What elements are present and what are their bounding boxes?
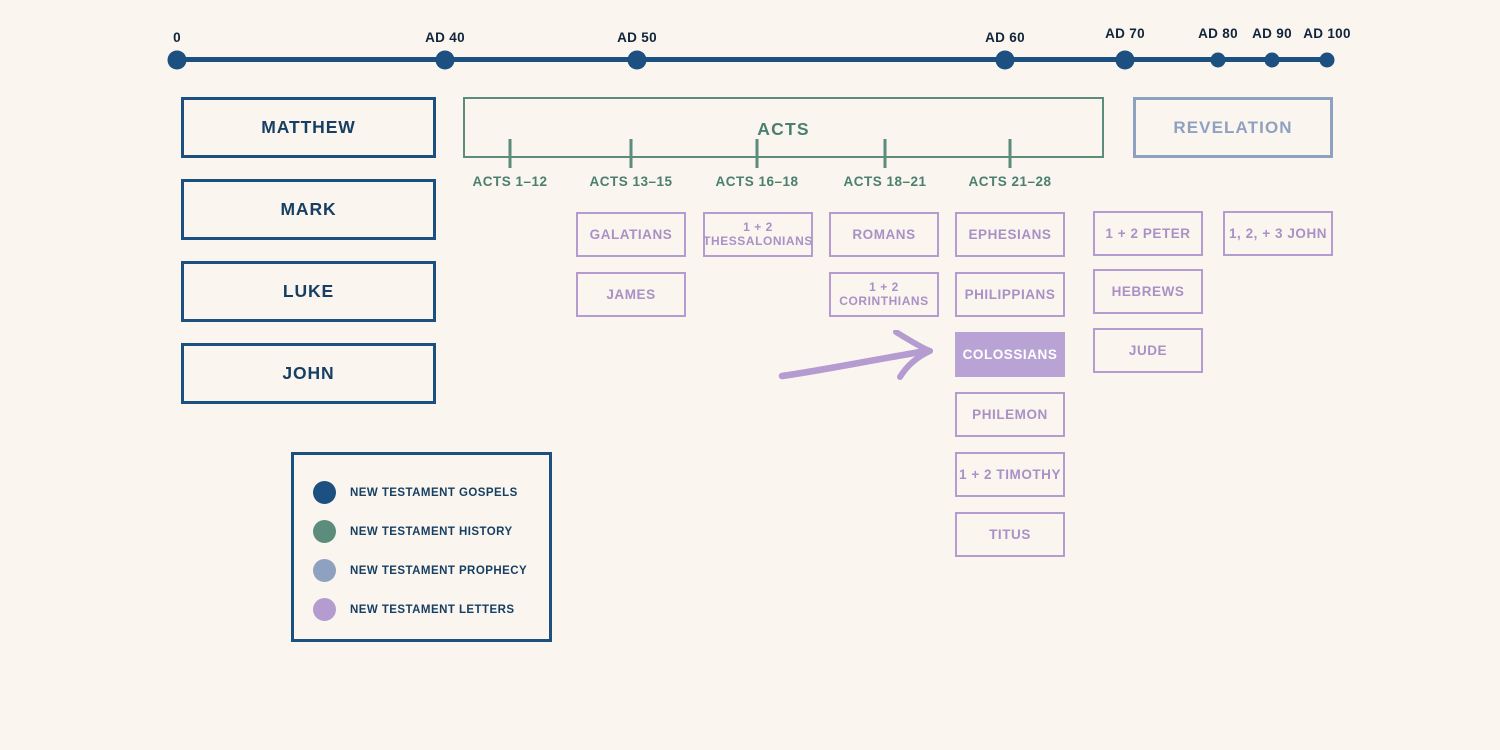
letter-box-label: COLOSSIANS [962,346,1058,362]
letter-box-label: 1 + 2 PETER [1105,225,1191,241]
acts-box[interactable]: ACTS [463,97,1104,158]
timeline-dot-ad-50[interactable] [627,50,647,70]
letter-box-philippians[interactable]: PHILIPPIANS [955,272,1065,317]
legend-row-new-testament-letters: NEW TESTAMENT LETTERS [313,598,514,621]
acts-section-label: ACTS 1–12 [472,174,548,189]
letter-box-1-2-peter[interactable]: 1 + 2 PETER [1093,211,1203,256]
legend-swatch-new-testament-history-icon [313,520,336,543]
legend-swatch-new-testament-gospels-icon [313,481,336,504]
acts-tick-mark [1008,139,1012,168]
letter-box-1-2-thessalonians[interactable]: 1 + 2 THESSALONIANS [703,212,813,257]
timeline-label-ad-80: AD 80 [1198,26,1238,41]
letter-box-label: ROMANS [852,226,916,242]
letter-box-jude[interactable]: JUDE [1093,328,1203,373]
timeline-label-ad-50: AD 50 [617,30,657,45]
timeline-label-ad-70: AD 70 [1105,26,1145,41]
acts-section-label: ACTS 16–18 [715,174,799,189]
gospel-box-label: LUKE [282,281,335,302]
letter-box-philemon[interactable]: PHILEMON [955,392,1065,437]
acts-tick-mark [883,139,887,168]
acts-tick-mark [755,139,759,168]
letter-box-galatians[interactable]: GALATIANS [576,212,686,257]
legend-panel: NEW TESTAMENT GOSPELS NEW TESTAMENT HISTO… [291,452,552,642]
prophecy-box-revelation[interactable]: REVELATION [1133,97,1333,158]
legend-label: NEW TESTAMENT PROPHECY [350,564,528,577]
legend-row-new-testament-gospels: NEW TESTAMENT GOSPELS [313,481,518,504]
letter-box-ephesians[interactable]: EPHESIANS [955,212,1065,257]
acts-box-label: ACTS [757,119,810,139]
legend-swatch-new-testament-letters-icon [313,598,336,621]
gospel-box-mark[interactable]: MARK [181,179,436,240]
timeline-dot-ad-100[interactable] [1319,52,1335,68]
letter-box-james[interactable]: JAMES [576,272,686,317]
timeline-label-ad-100: AD 100 [1303,26,1351,41]
timeline-dot-ad-80[interactable] [1210,52,1226,68]
letter-box-1-2-timothy[interactable]: 1 + 2 TIMOTHY [955,452,1065,497]
gospel-box-luke[interactable]: LUKE [181,261,436,322]
timeline-dot-ad-60[interactable] [995,50,1015,70]
legend-label: NEW TESTAMENT LETTERS [350,603,515,616]
legend-label: NEW TESTAMENT HISTORY [350,525,513,538]
gospel-box-label: JOHN [282,363,335,384]
timeline-axis-line [177,57,1328,62]
acts-section-label: ACTS 13–15 [589,174,673,189]
letter-box-colossians[interactable]: COLOSSIANS [955,332,1065,377]
acts-tick-mark [629,139,633,168]
letter-box-1-2-3-john[interactable]: 1, 2, + 3 JOHN [1223,211,1333,256]
letter-box-label: PHILIPPIANS [964,286,1056,302]
prophecy-box-label: REVELATION [1173,117,1293,137]
letter-box-label: 1 + 2 THESSALONIANS [703,219,813,248]
letter-box-label: 1 + 2 TIMOTHY [958,466,1062,482]
arrow-pointing-to-colossians [778,330,933,380]
letter-box-label: 1 + 2 CORINTHIANS [839,279,929,308]
letter-box-label: GALATIANS [589,226,673,242]
letter-box-label: HEBREWS [1111,283,1185,299]
letter-box-label: TITUS [989,526,1031,542]
timeline-label-ad-60: AD 60 [985,30,1025,45]
gospel-box-label: MARK [280,199,337,220]
letter-box-romans[interactable]: ROMANS [829,212,939,257]
timeline-label-ad-90: AD 90 [1252,26,1292,41]
acts-section-label: ACTS 21–28 [968,174,1052,189]
letter-box-1-2-corinthians[interactable]: 1 + 2 CORINTHIANS [829,272,939,317]
letter-box-label: PHILEMON [972,406,1048,422]
letter-box-label: JUDE [1128,342,1168,358]
timeline-dot-ad-70[interactable] [1115,50,1135,70]
timeline-label-ad-40: AD 40 [425,30,465,45]
acts-section-label: ACTS 18–21 [843,174,927,189]
timeline-label-0: 0 [173,30,181,45]
gospel-box-john[interactable]: JOHN [181,343,436,404]
timeline-dot-0[interactable] [167,50,187,70]
timeline-dot-ad-90[interactable] [1264,52,1280,68]
gospel-box-matthew[interactable]: MATTHEW [181,97,436,158]
letter-box-label: EPHESIANS [968,226,1052,242]
legend-row-new-testament-prophecy: NEW TESTAMENT PROPHECY [313,559,527,582]
letter-box-hebrews[interactable]: HEBREWS [1093,269,1203,314]
legend-label: NEW TESTAMENT GOSPELS [350,486,518,499]
timeline-dot-ad-40[interactable] [435,50,455,70]
acts-tick-mark [508,139,512,168]
gospel-box-label: MATTHEW [261,117,356,138]
letter-box-titus[interactable]: TITUS [955,512,1065,557]
legend-swatch-new-testament-prophecy-icon [313,559,336,582]
legend-row-new-testament-history: NEW TESTAMENT HISTORY [313,520,513,543]
letter-box-label: 1, 2, + 3 JOHN [1228,225,1328,241]
letter-box-label: JAMES [606,286,656,302]
